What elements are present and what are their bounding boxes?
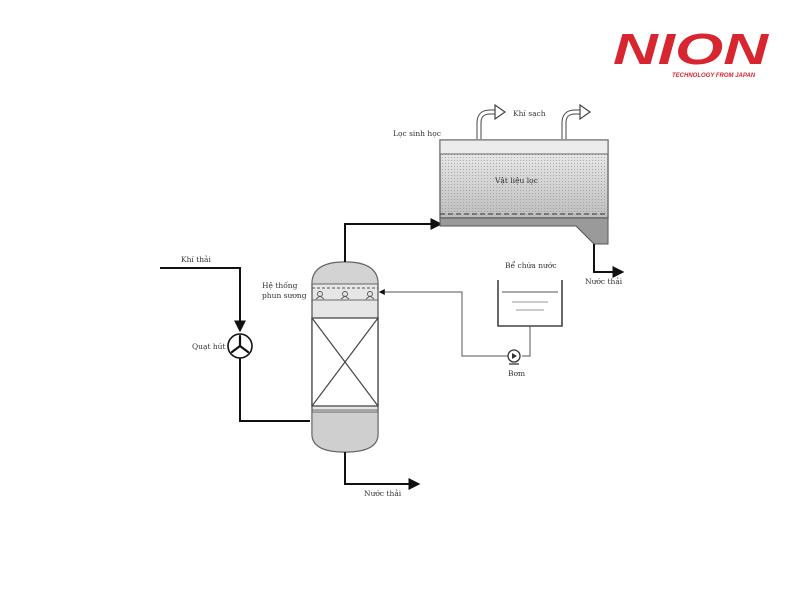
suction-fan-icon xyxy=(227,333,253,359)
logo-brand: NION xyxy=(613,25,770,74)
scrubber-wastewater-line xyxy=(344,452,421,490)
biofilter-tank xyxy=(439,139,609,245)
label-biofilter: Lọc sinh học xyxy=(393,129,441,138)
scrubber-column xyxy=(311,261,379,453)
label-pump: Bơm xyxy=(508,369,525,378)
water-tank xyxy=(497,280,563,327)
label-clean-gas: Khí sạch xyxy=(513,109,546,118)
clean-gas-arrow-icon-right xyxy=(561,103,592,139)
nion-logo: NION TECHNOLOGY FROM JAPAN xyxy=(613,25,770,79)
biofilter-wastewater-line xyxy=(593,244,625,278)
scrubber-to-biofilter-line xyxy=(344,218,443,262)
label-exhaust-gas: Khí thải xyxy=(181,255,212,264)
label-spray-system-line2: phun sương xyxy=(262,291,307,300)
label-spray-system-line1: Hệ thống xyxy=(262,281,298,290)
pump-to-spray-line xyxy=(378,289,508,357)
logo-tagline: TECHNOLOGY FROM JAPAN xyxy=(672,73,756,79)
label-wastewater-biofilter: Nước thải xyxy=(585,277,623,286)
label-filter-material: Vật liệu lọc xyxy=(494,176,538,185)
label-suction-fan: Quạt hút xyxy=(192,342,226,351)
spray-nozzles-icon xyxy=(315,291,375,300)
fan-to-scrubber-line xyxy=(239,358,310,422)
label-water-tank: Bể chứa nước xyxy=(505,261,557,270)
clean-gas-arrow-icon-left xyxy=(476,103,507,139)
tank-to-pump-line xyxy=(522,326,531,357)
label-wastewater-scrubber: Nước thải xyxy=(364,489,402,498)
pump-icon xyxy=(507,349,521,365)
exhaust-inlet-line xyxy=(160,267,246,333)
